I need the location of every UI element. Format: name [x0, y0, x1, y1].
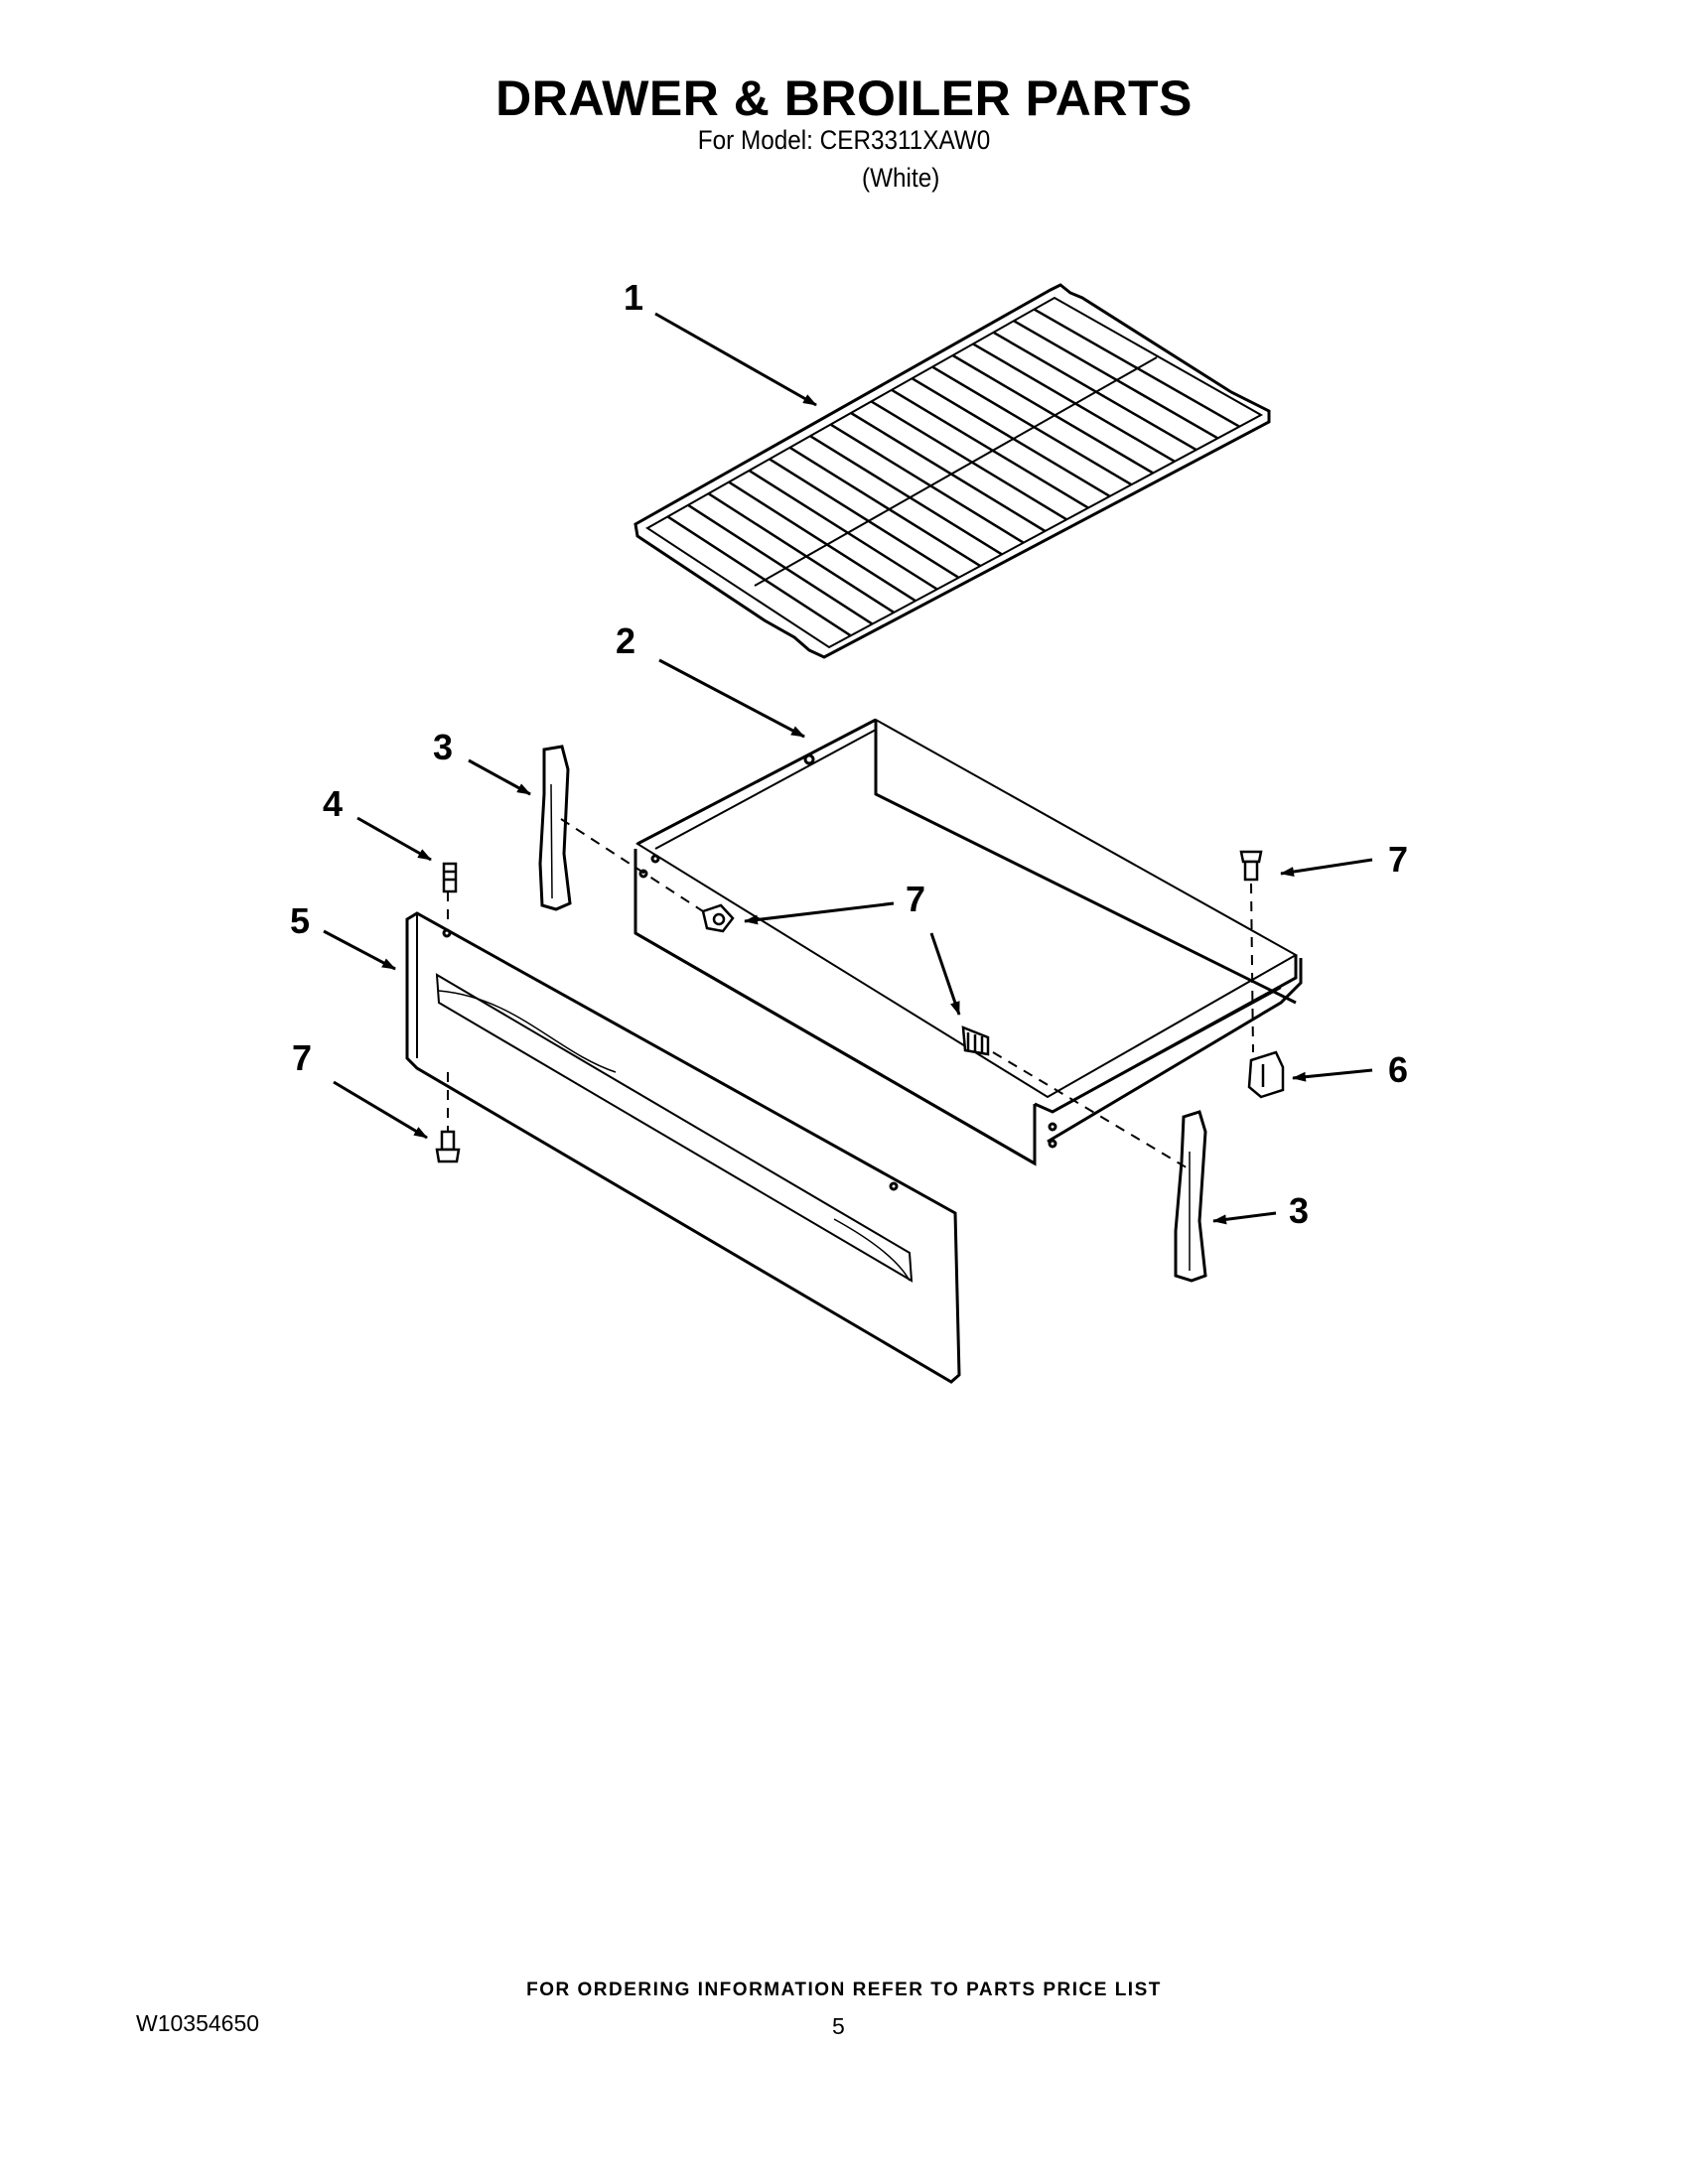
document-number: W10354650 — [136, 2010, 260, 2036]
rack-bar — [829, 423, 1025, 544]
rack-bar — [992, 331, 1197, 452]
rack-bar — [911, 377, 1111, 497]
rack-bar — [666, 515, 852, 637]
callout-3b: 3 — [1289, 1190, 1309, 1231]
drawer-front-panel — [405, 911, 961, 1384]
screw-slide — [961, 1025, 990, 1056]
rack-bar — [707, 492, 895, 614]
drawer-slide-right — [1174, 1110, 1207, 1283]
page-number: 5 — [832, 2013, 845, 2039]
drawer-pan — [633, 718, 1303, 1166]
callout-2: 2 — [616, 620, 635, 661]
rack-bar — [769, 458, 960, 579]
callout-7a: 7 — [1388, 839, 1408, 880]
rack-bar — [728, 480, 916, 603]
rack-bar — [687, 503, 874, 625]
drawer-slide-left — [538, 745, 572, 911]
callout-3a: 3 — [433, 727, 453, 767]
model-line: For Model: CER3311XAW0 — [697, 125, 991, 155]
rack-bar — [850, 411, 1047, 533]
screw-top-right — [1239, 850, 1263, 882]
callout-7c: 7 — [292, 1037, 312, 1078]
page-title: DRAWER & BROILER PARTS — [495, 70, 1193, 126]
color-line: (White) — [862, 163, 940, 193]
callout-6: 6 — [1388, 1049, 1408, 1090]
rack-bar — [951, 353, 1154, 475]
clip — [1247, 1050, 1285, 1099]
rack-bar — [748, 469, 938, 591]
rack-bar — [891, 388, 1089, 509]
callout-7b: 7 — [906, 879, 925, 919]
rack-bar — [972, 342, 1176, 463]
broiler-rack-grid — [633, 283, 1271, 659]
callout-1: 1 — [624, 277, 643, 318]
rack-bar — [870, 400, 1067, 521]
rack-bar — [809, 435, 1003, 556]
callout-4: 4 — [323, 783, 343, 824]
screw-pan-side — [701, 903, 735, 933]
rack-bar — [788, 446, 981, 568]
callout-arrows — [323, 312, 1373, 1225]
stud — [442, 862, 458, 893]
rack-bar — [931, 365, 1133, 486]
screw-bottom-left — [435, 1130, 461, 1163]
ordering-note: FOR ORDERING INFORMATION REFER TO PARTS … — [526, 1979, 1162, 2000]
callout-5: 5 — [290, 900, 310, 941]
alignment-lines — [447, 818, 1254, 1170]
callout-labels: 1 2 3 3 4 5 6 7 7 7 — [290, 277, 1408, 1231]
